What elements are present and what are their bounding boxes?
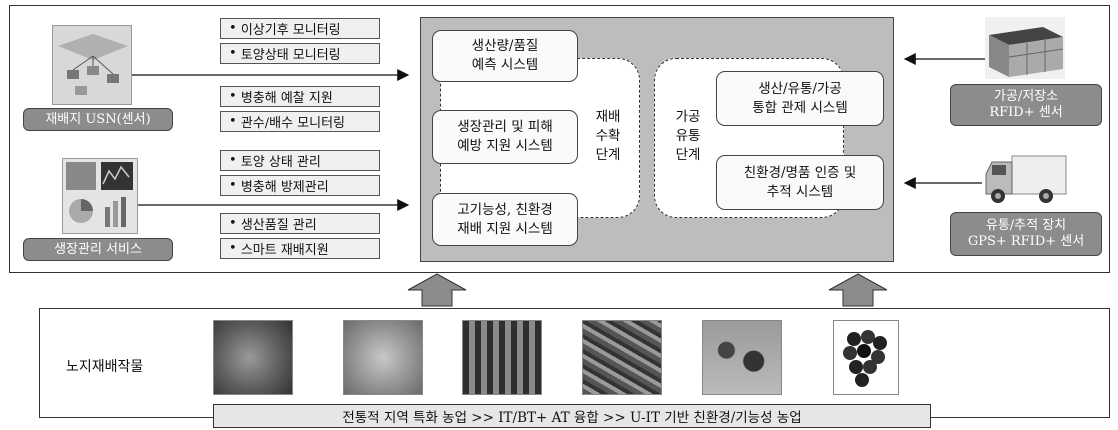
eco-functional-cultivation-system: 고기능성, 친환경 재배 지원 시스템 <box>432 193 578 246</box>
bottom-frame <box>39 308 1110 418</box>
watermelon-image <box>462 320 542 395</box>
tag-smart-cultivation: • 스마트 재배지원 <box>220 238 380 259</box>
tag-quality-management: • 생산품질 관리 <box>220 213 380 234</box>
certification-tracking-system: 친환경/명품 인증 및 추적 시스템 <box>716 155 884 210</box>
growth-service-label: 생장관리 서비스 <box>23 238 173 261</box>
growth-service-image <box>62 158 138 234</box>
tag-soil-monitoring: • 토양상태 모니터링 <box>220 43 380 64</box>
peach-image <box>343 320 423 395</box>
evolution-banner: 전통적 지역 특화 농업 >> IT/BT+ AT 융합 >> U-IT 기반 … <box>213 404 931 428</box>
processing-distribution-stage-label: 가공 유통 단계 <box>675 109 701 163</box>
integrated-control-system: 생산/유통/가공 통합 관제 시스템 <box>716 71 884 126</box>
tag-climate-monitoring: • 이상기후 모니터링 <box>220 18 380 39</box>
apple-image <box>213 320 293 395</box>
usn-sensor-label: 재배지 USN(센서) <box>23 108 173 131</box>
pepper-image <box>582 320 662 395</box>
crop-label: 노지재배작물 <box>66 359 144 375</box>
tag-pest-control: • 병충해 방제관리 <box>220 175 380 196</box>
yield-quality-prediction-system: 생산량/품질 예측 시스템 <box>432 30 578 82</box>
cultivation-harvest-stage-label: 재배 수확 단계 <box>595 109 621 163</box>
tag-soil-management: • 토양 상태 관리 <box>220 150 380 171</box>
up-arrow-left <box>407 273 467 307</box>
growth-damage-prevention-system: 생장관리 및 피해 예방 지원 시스템 <box>432 110 578 164</box>
up-arrow-right <box>828 273 888 307</box>
tag-pest-forecast: • 병충해 예찰 지원 <box>220 86 380 107</box>
warehouse-image <box>985 17 1065 79</box>
truck-image <box>982 152 1068 208</box>
usn-sensor-image <box>52 25 132 105</box>
plant-image <box>702 320 782 395</box>
tag-irrigation-monitoring: • 관수/배수 모니터링 <box>220 111 380 132</box>
grapes-image <box>833 320 899 395</box>
